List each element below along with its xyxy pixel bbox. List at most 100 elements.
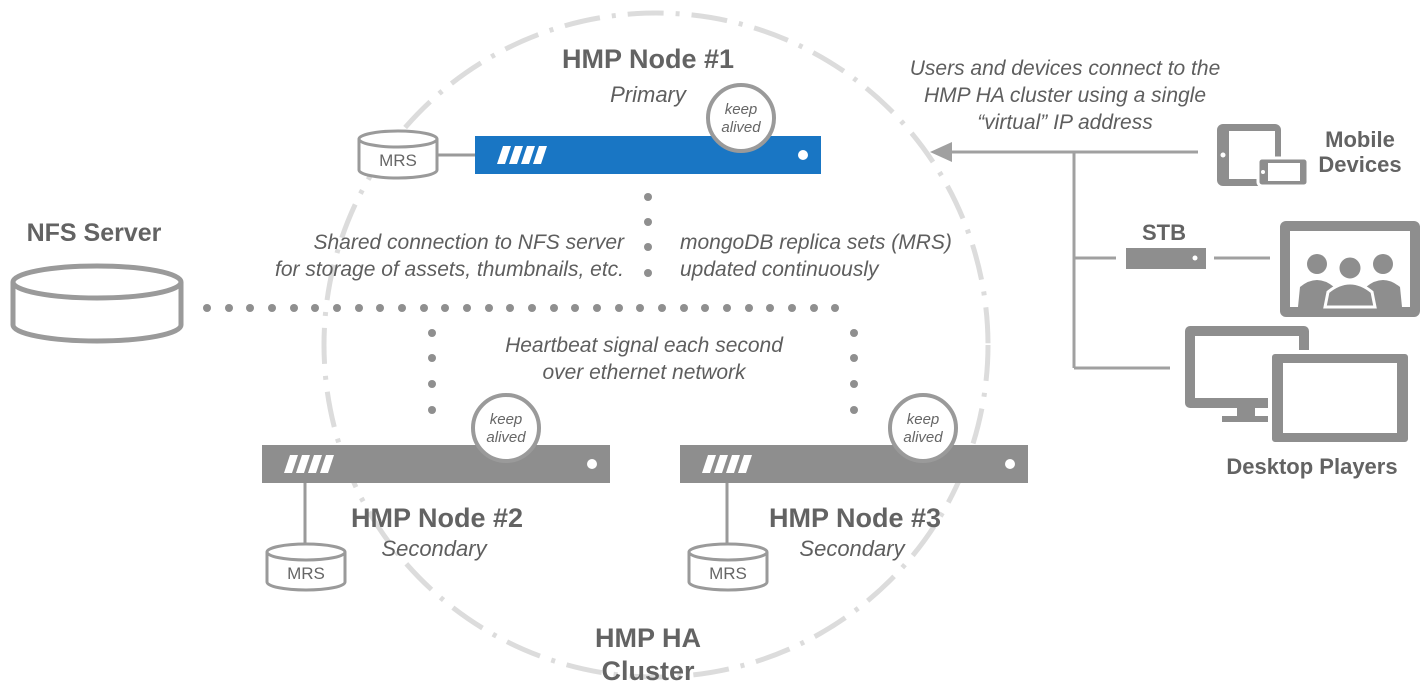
node-2-keepalive-line1: keep [490, 411, 523, 428]
dot-marker [355, 304, 363, 312]
cluster-boundary [321, 10, 991, 680]
dot-marker [644, 218, 652, 226]
nfs-dotted-link [203, 193, 858, 414]
node-3-keepalive-line2: alived [903, 429, 943, 446]
dot-marker [723, 304, 731, 312]
nfs-server-title: NFS Server [27, 219, 162, 247]
stb-device: STB [1126, 220, 1206, 269]
node-2-server-rack-icon [262, 445, 610, 483]
node-3-server-rack-icon [680, 445, 1028, 483]
node-1-db-label: MRS [379, 151, 417, 170]
node-2-db-label: MRS [287, 564, 325, 583]
node-3-database-icon [687, 542, 769, 592]
mobile-label-line2: Devices [1318, 152, 1401, 177]
mobile-label-line1: Mobile [1325, 127, 1395, 152]
tv-audience-icon [1280, 221, 1420, 317]
node-2-database-icon [265, 542, 347, 592]
dot-marker [658, 304, 666, 312]
dot-marker [203, 304, 211, 312]
shared-note-line1: Shared connection to NFS server [314, 231, 625, 254]
dot-marker [766, 304, 774, 312]
dot-marker [463, 304, 471, 312]
dot-marker [441, 304, 449, 312]
dot-marker [420, 304, 428, 312]
node-3-keepalive-badge: keep alived [888, 393, 958, 463]
dot-marker [428, 380, 436, 388]
node-3-role: Secondary [799, 536, 906, 561]
node-1-server-rack-icon [475, 136, 821, 174]
node-1-title: HMP Node #1 [562, 44, 734, 74]
dot-marker [428, 354, 436, 362]
dot-marker [615, 304, 623, 312]
dot-marker [701, 304, 709, 312]
dot-marker [850, 406, 858, 414]
node2-dotted-line [428, 329, 436, 414]
dot-marker [506, 304, 514, 312]
hmp-node-1: HMP Node #1 Primary MRS keep alived [357, 44, 821, 180]
node-1-database-icon [357, 129, 439, 180]
dot-marker [850, 380, 858, 388]
node-2-keepalive-line2: alived [486, 429, 526, 446]
nfs-database-icon [10, 263, 184, 344]
dot-marker [550, 304, 558, 312]
heartbeat-note-line1: Heartbeat signal each second [505, 334, 784, 357]
dot-marker [398, 304, 406, 312]
node-2-keepalive-badge: keep alived [471, 393, 541, 463]
dot-marker [850, 354, 858, 362]
dot-marker [831, 304, 839, 312]
heartbeat-note: Heartbeat signal each second over ethern… [505, 334, 784, 384]
dot-marker [644, 269, 652, 277]
users-note-line1: Users and devices connect to the [910, 57, 1221, 80]
desktop-label: Desktop Players [1226, 454, 1397, 479]
hmp-node-3: keep alived MRS HMP Node #3 Secondary [680, 393, 1028, 592]
laptop-icon [1268, 350, 1412, 446]
dot-marker [290, 304, 298, 312]
dot-marker [788, 304, 796, 312]
dot-marker [268, 304, 276, 312]
node-2-title: HMP Node #2 [351, 503, 523, 533]
node-3-title: HMP Node #3 [769, 503, 941, 533]
virtual-ip-note: Users and devices connect to the HMP HA … [910, 57, 1221, 134]
users-note-line2: HMP HA cluster using a single [924, 84, 1206, 107]
dot-marker [850, 329, 858, 337]
dot-marker [428, 329, 436, 337]
dot-marker [745, 304, 753, 312]
dot-marker [593, 304, 601, 312]
mongo-note-line2: updated continuously [680, 258, 880, 281]
phone-icon [1256, 156, 1310, 188]
users-note-line3: “virtual” IP address [977, 111, 1153, 134]
desktop-players: Desktop Players [1185, 326, 1412, 479]
node-3-db-label: MRS [709, 564, 747, 583]
dot-marker [225, 304, 233, 312]
dot-marker [680, 304, 688, 312]
dot-marker [571, 304, 579, 312]
node3-dotted-line [850, 329, 858, 414]
mongo-note-line1: mongoDB replica sets (MRS) [680, 231, 952, 254]
node-1-keepalive-line1: keep [725, 101, 758, 118]
dot-marker [528, 304, 536, 312]
dot-marker [810, 304, 818, 312]
node-1-keepalive-badge: keep alived [706, 83, 776, 153]
dot-marker [644, 243, 652, 251]
shared-note-line2: for storage of assets, thumbnails, etc. [275, 258, 624, 281]
dot-marker [246, 304, 254, 312]
dot-marker [311, 304, 319, 312]
heartbeat-note-line2: over ethernet network [542, 361, 747, 384]
nfs-server: NFS Server [10, 219, 184, 344]
node-1-role: Primary [610, 82, 688, 107]
dot-marker [428, 406, 436, 414]
dot-marker [485, 304, 493, 312]
stb-label: STB [1142, 220, 1186, 245]
dot-marker [644, 193, 652, 201]
cluster-label-line1: HMP HA [595, 623, 701, 653]
mongodb-note: mongoDB replica sets (MRS) updated conti… [680, 231, 952, 281]
client-connection-lines [948, 150, 1270, 370]
node-3-keepalive-line1: keep [907, 411, 940, 428]
set-top-box-icon [1126, 248, 1206, 269]
node-2-role: Secondary [381, 536, 488, 561]
arrow-head-icon [930, 142, 952, 162]
storage-dotted-line [203, 304, 839, 312]
dot-marker [333, 304, 341, 312]
node1-dotted-line [644, 193, 652, 277]
